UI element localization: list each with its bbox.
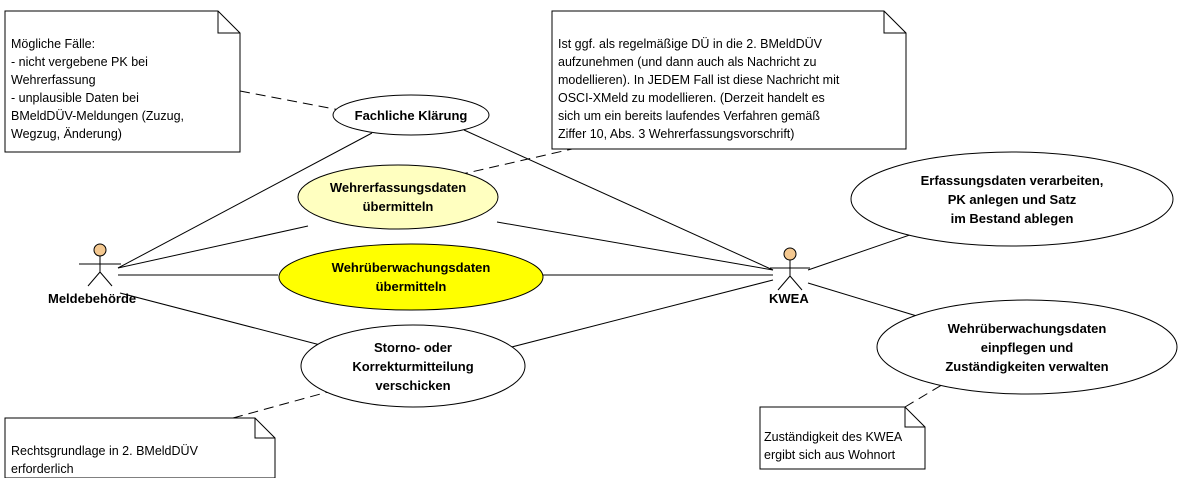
- usecase-wehrueberwachungsdaten: [278, 243, 544, 311]
- actor-meldebehoerde-icon: [79, 243, 121, 287]
- actor-kwea-label: KWEA: [769, 291, 809, 306]
- anchor-note-rechtsgrundlage: [232, 389, 336, 419]
- note-zustaendigkeit: [759, 406, 926, 470]
- anchor-note-faelle: [239, 90, 351, 113]
- assoc-melde-wehrerfassung: [117, 225, 309, 269]
- anchor-note-due: [457, 148, 573, 176]
- actor-kwea-icon: [770, 247, 810, 291]
- usecase-wehrueberwachungsdaten-label: Wehrüberwachungsdaten übermitteln: [331, 260, 491, 294]
- note-zustaendigkeit-text: Zuständigkeit des KWEA ergibt sich aus W…: [764, 430, 903, 462]
- actor-meldebehoerde-label: Meldebehörde: [48, 291, 137, 306]
- usecase-storno-label: Storno- oder Korrekturmitteilung verschi…: [352, 339, 474, 393]
- note-rechtsgrundlage: [4, 417, 276, 478]
- assoc-kwea-storno: [499, 279, 774, 351]
- note-moegliche-faelle-text: Mögliche Fälle: - nicht vergebene PK bei…: [11, 37, 184, 141]
- usecase-fachliche-klaerung-label: Fachliche Klärung: [354, 107, 468, 123]
- assoc-kwea-pflegen: [807, 282, 931, 321]
- usecase-wehrerfassungsdaten-label: Wehrerfassungsdaten übermitteln: [329, 180, 467, 214]
- assoc-melde-storno: [119, 292, 329, 348]
- usecase-fachliche-klaerung: [332, 94, 490, 136]
- usecase-storno: [300, 324, 526, 408]
- usecase-wehrueberwachungsdaten-pflegen-label: Wehrüberwachungsdaten einpflegen und Zus…: [945, 320, 1109, 374]
- note-moegliche-faelle: [4, 10, 241, 153]
- assoc-kwea-fachliche: [463, 129, 774, 271]
- assoc-melde-fachliche: [117, 132, 373, 269]
- usecase-wehrerfassungsdaten: [297, 164, 499, 230]
- usecase-erfassungsdaten-label: Erfassungsdaten verarbeiten, PK anlegen …: [920, 172, 1104, 226]
- usecase-erfassungsdaten: [850, 151, 1174, 247]
- note-rechtsgrundlage-text: Rechtsgrundlage in 2. BMeldDÜV erforderl…: [11, 444, 198, 476]
- note-regelmaessige-due: [551, 10, 907, 150]
- usecase-wehrueberwachungsdaten-pflegen: [876, 299, 1178, 395]
- note-regelmaessige-due-text: Ist ggf. als regelmäßige DÜ in die 2. BM…: [558, 37, 840, 141]
- assoc-kwea-wehrerfassung: [496, 221, 774, 271]
